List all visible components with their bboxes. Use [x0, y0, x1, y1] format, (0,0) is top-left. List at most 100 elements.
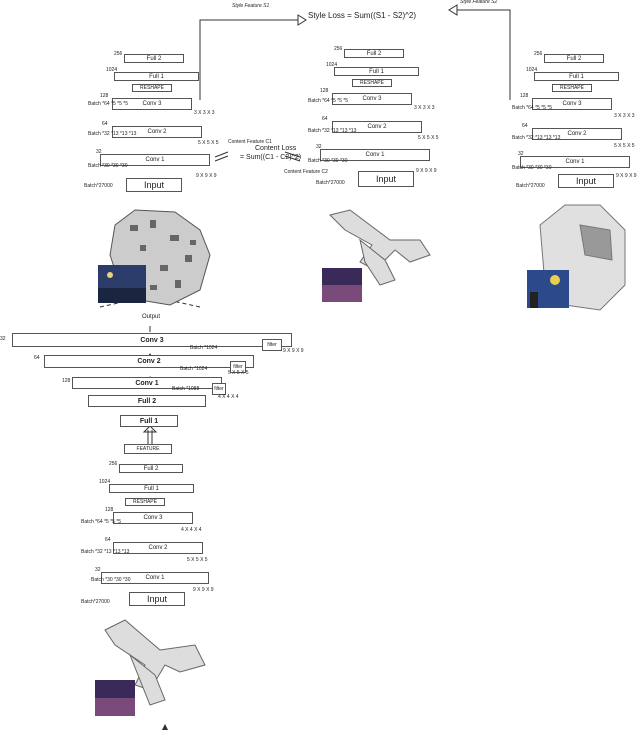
right-batch-in: Batch*27000 [516, 183, 545, 189]
mid-full2-layer: Full 2 [344, 49, 404, 58]
left-n32: 32 [96, 149, 102, 155]
style-feature-s2-label: Style Feature S2 [460, 0, 498, 5]
bottom-k5: 5 X 5 X 5 [187, 557, 208, 563]
right-k3: 3 X 3 X 3 [614, 113, 635, 119]
right-network: 256 Full 2 1024 Full 1 RESHAPE 128 Conv … [512, 50, 638, 195]
left-reshape-layer: RESHAPE [132, 84, 172, 92]
left-k5: 5 X 5 X 5 [198, 140, 219, 146]
left-conv2-layer: Conv 2 [112, 126, 202, 138]
left-k9: 9 X 9 X 9 [196, 173, 217, 179]
decoder-conv2-layer: Conv 2 [44, 355, 254, 368]
left-n256: 256 [114, 51, 123, 57]
mid-n256: 256 [334, 46, 343, 52]
decoder-batch-conv1: Batch *1088 [172, 386, 200, 392]
decoder-k5: 5 X 5 X 5 [228, 370, 249, 376]
content-feature-c2-label: Content Feature C2 [284, 169, 328, 175]
left-network: 256 Full 2 1024 Full 1 RESHAPE 128 Conv … [84, 50, 220, 195]
right-full1-layer: Full 1 [534, 72, 619, 81]
right-k9: 9 X 9 X 9 [616, 173, 637, 179]
bottom-voxel-airplane [104, 619, 206, 706]
decoder-n32: 32 [0, 336, 6, 342]
bottom-k4: 4 X 4 X 4 [181, 527, 202, 533]
bottom-input-box: Input [129, 592, 185, 606]
decoder-batch-conv3: Batch *1024 [190, 345, 218, 351]
decoder-n128: 128 [62, 378, 71, 384]
right-n32: 32 [518, 151, 524, 157]
left-full2-layer: Full 2 [124, 54, 184, 63]
left-batch-c1: Batch *30 *30 *30 [88, 163, 128, 169]
right-n64: 64 [522, 123, 528, 129]
left-conv3-layer: Conv 3 [112, 98, 192, 110]
left-batch-in: Batch*27000 [84, 183, 113, 189]
right-input-box: Input [558, 174, 614, 188]
decoder-full2-layer: Full 2 [88, 395, 206, 407]
mid-n64: 64 [322, 116, 328, 122]
right-k5: 5 X 5 X 5 [614, 143, 635, 149]
right-n128: 128 [520, 93, 529, 99]
right-conv3-layer: Conv 3 [532, 98, 612, 110]
decoder-conv1-layer: Conv 1 [72, 377, 222, 389]
mid-batch-c3: Batch *64 *5 *5 *5 [308, 98, 349, 104]
left-k3: 3 X 3 X 3 [194, 110, 215, 116]
mid-k5: 5 X 5 X 5 [418, 135, 439, 141]
bottom-conv1-layer: Conv 1 [101, 572, 209, 584]
left-full1-layer: Full 1 [114, 72, 199, 81]
bottom-conv2-layer: Conv 2 [113, 542, 203, 554]
mid-batch-in: Batch*27000 [316, 180, 345, 186]
mid-k3: 3 X 3 X 3 [414, 105, 435, 111]
left-n128: 128 [100, 93, 109, 99]
mid-batch-c2: Batch *32 *13 *13 *13 [308, 128, 357, 134]
left-n64: 64 [102, 121, 108, 127]
bottom-full2-layer: Full 2 [119, 464, 183, 473]
decoder-filter2: filter [230, 361, 246, 373]
decoder-filter1: filter [262, 339, 282, 351]
left-input-box: Input [126, 178, 182, 192]
bottom-n128: 128 [105, 507, 114, 513]
bottom-n1024: 1024 [99, 479, 111, 485]
mid-batch-c1: Batch *30 *30 *30 [308, 158, 348, 164]
style-feature-s1-label: Style Feature S1 [232, 3, 270, 9]
bottom-batch-c2: Batch *32 *13 *13 *13 [81, 549, 130, 555]
right-reshape-layer: RESHAPE [552, 84, 592, 92]
style-loss-label: Style Loss = Sum((S1 - S2)^2) [308, 11, 417, 20]
left-conv1-layer: Conv 1 [100, 154, 210, 166]
mid-n32: 32 [316, 144, 322, 150]
mid-conv3-layer: Conv 3 [332, 93, 412, 105]
decoder-conv3-layer: Conv 3 [12, 333, 292, 347]
right-batch-c1: Batch *30 *30 *30 [512, 165, 552, 171]
right-conv1-layer: Conv 1 [520, 156, 630, 168]
decoder-k9: 9 X 9 X 9 [283, 348, 304, 354]
mid-full1-layer: Full 1 [334, 67, 419, 76]
left-batch-c2: Batch *32 *13 *13 *13 [88, 131, 137, 137]
right-batch-c2: Batch *32 *13 *13 *13 [512, 135, 561, 141]
decoder-full1-layer: Full 1 [120, 415, 178, 427]
decoder-k4: 4 X 4 X 4 [218, 394, 239, 400]
mid-conv2-layer: Conv 2 [332, 121, 422, 133]
bottom-k9: 9 X 9 X 9 [193, 587, 214, 593]
bottom-feature-box: FEATURE [124, 444, 172, 454]
mid-k9: 9 X 9 X 9 [416, 168, 437, 174]
left-n1024: 1024 [106, 67, 118, 73]
mid-conv1-layer: Conv 1 [320, 149, 430, 161]
bottom-conv3-layer: Conv 3 [113, 512, 193, 524]
mid-n1024: 1024 [326, 62, 338, 68]
mid-reshape-layer: RESHAPE [352, 79, 392, 87]
bottom-batch-c3: Batch *64 *5 *5 *5 [81, 519, 122, 525]
right-n1024: 1024 [526, 67, 538, 73]
right-n256: 256 [534, 51, 543, 57]
bottom-n64: 64 [105, 537, 111, 543]
decoder-n64: 64 [34, 355, 40, 361]
middle-network: 256 Full 2 1024 Full 1 RESHAPE 128 Conv … [308, 45, 440, 190]
mid-input-box: Input [358, 171, 414, 187]
bottom-full1-layer: Full 1 [109, 484, 194, 493]
middle-voxel-airplane [329, 209, 431, 286]
right-conv2-layer: Conv 2 [532, 128, 622, 140]
decoder-batch-conv2: Batch *1024 [180, 366, 208, 372]
right-full2-layer: Full 2 [544, 54, 604, 63]
decoder-network: 32 Conv 3 Batch *1024 filter 9 X 9 X 9 6… [0, 325, 304, 455]
bottom-batch-c1: Batch *30 *30 *30 [91, 577, 131, 583]
left-batch-c3: Batch *64 *5 *5 *5 [88, 101, 129, 107]
bottom-batch-in: Batch*27000 [81, 599, 110, 605]
bottom-n32: 32 [95, 567, 101, 573]
